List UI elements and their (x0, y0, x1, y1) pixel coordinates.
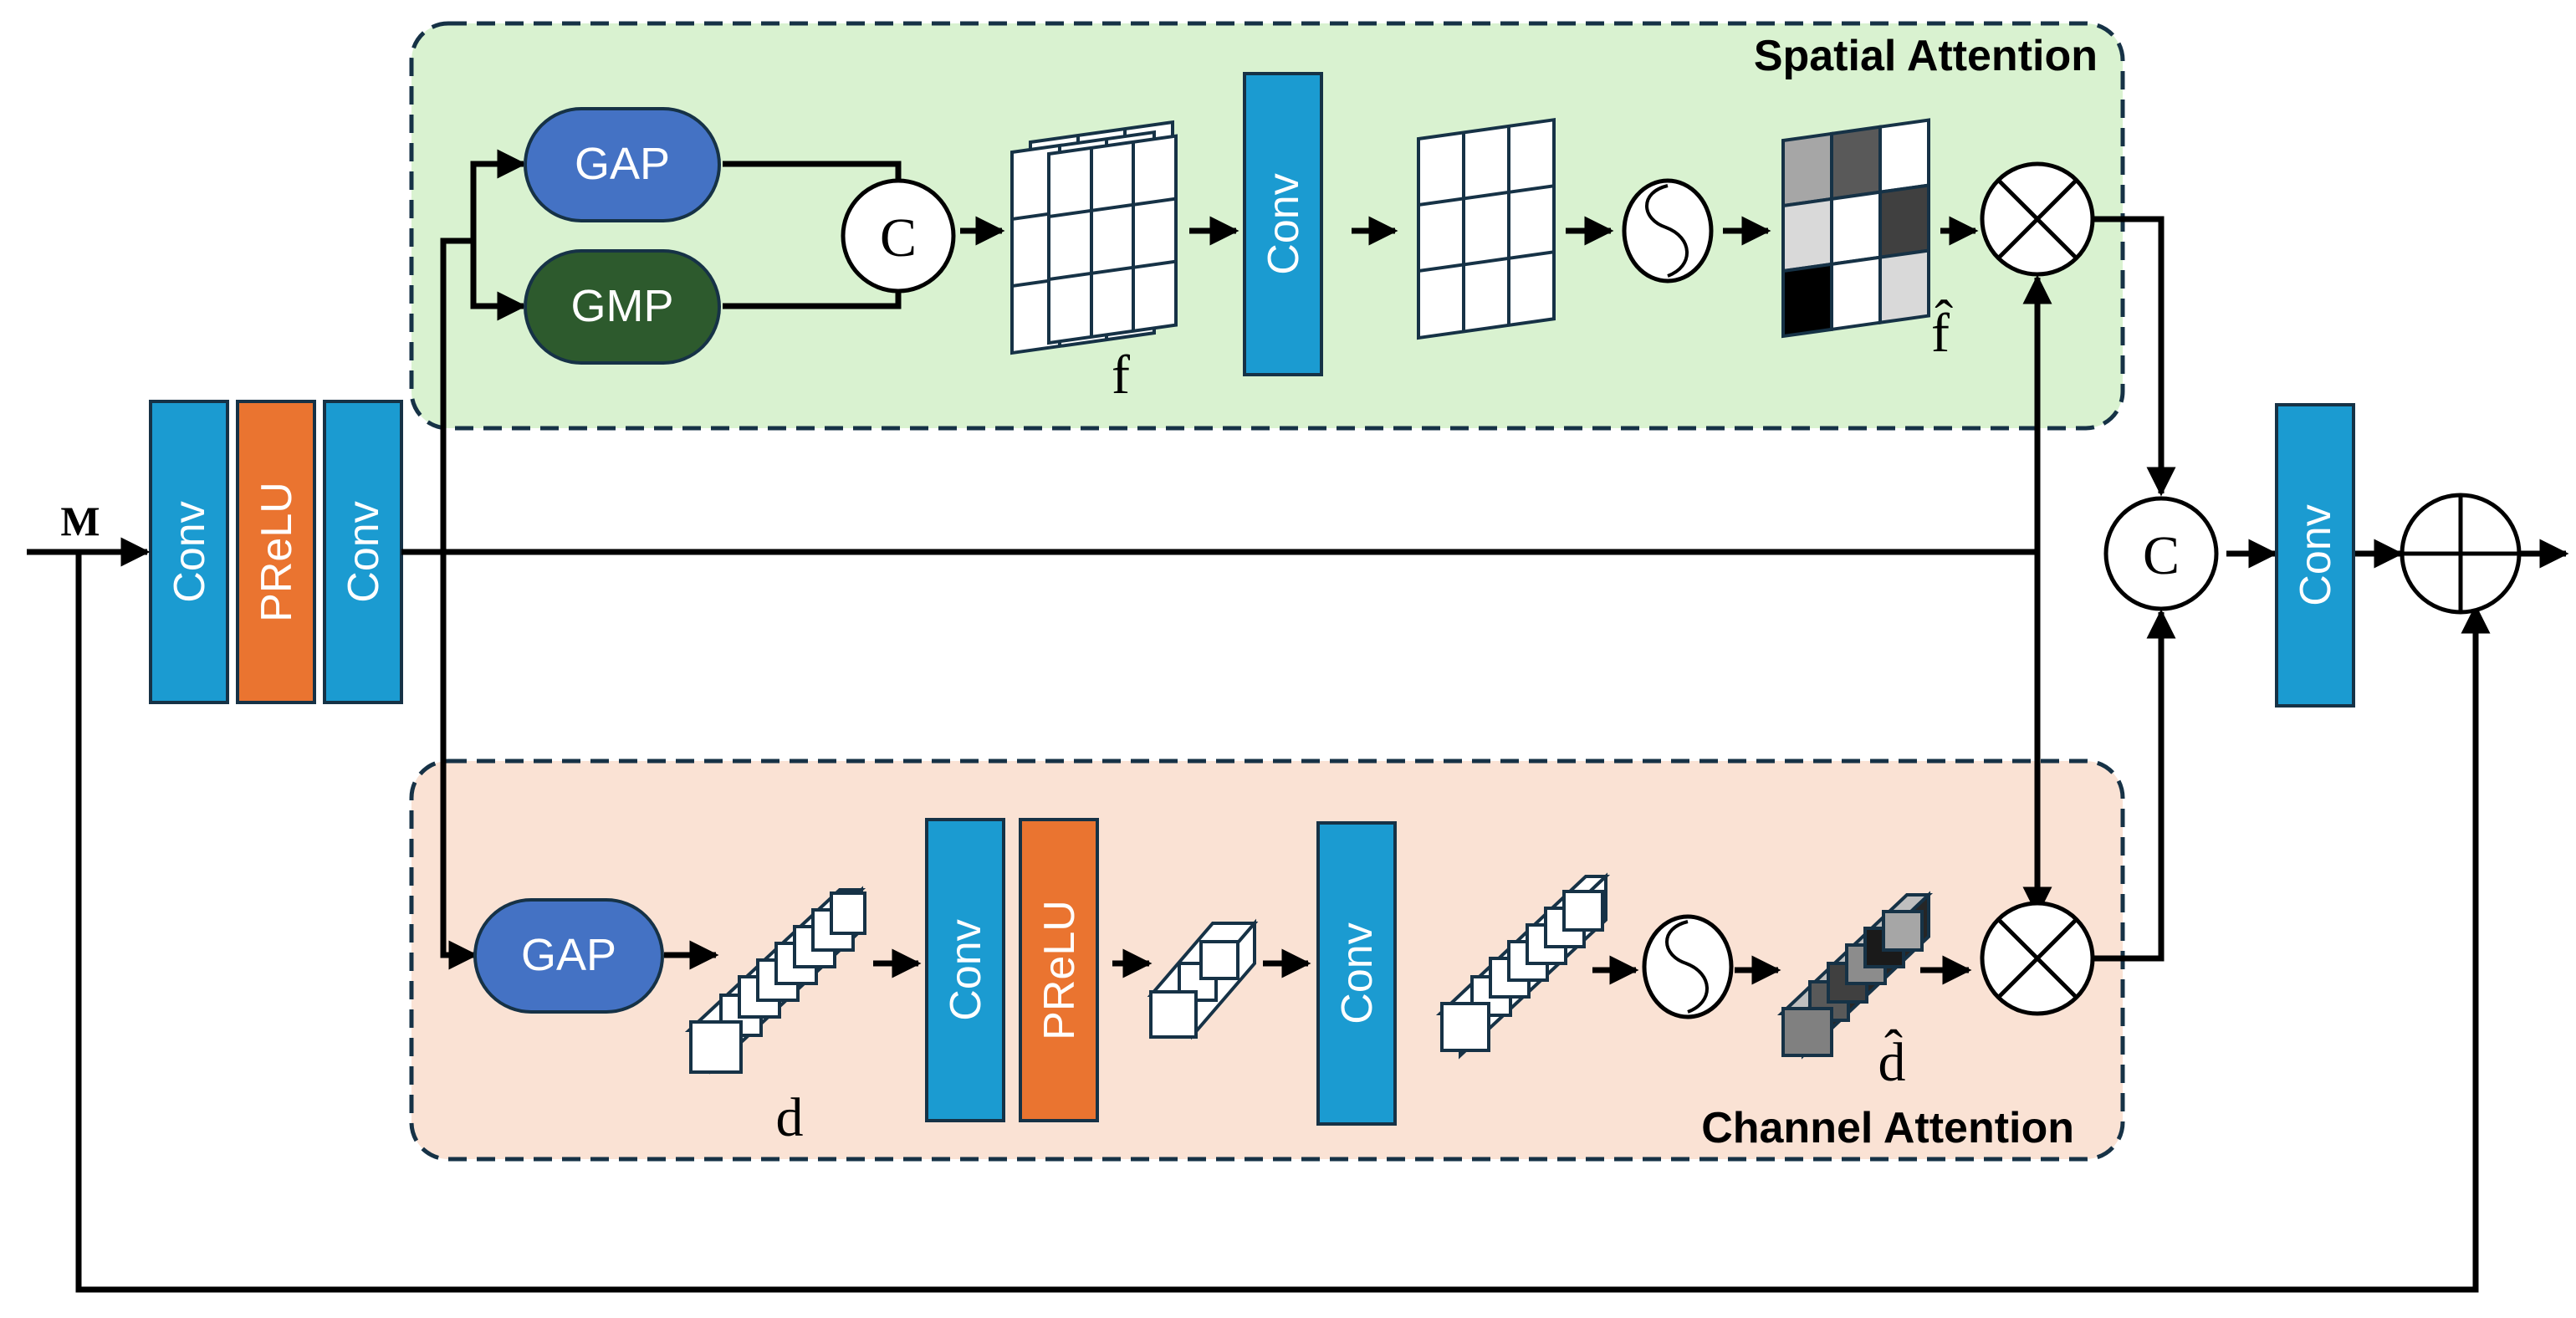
head-conv-2: Conv (323, 400, 403, 704)
svg-text:Conv: Conv (942, 919, 990, 1020)
svg-text:Conv: Conv (166, 501, 214, 602)
fusion-conv-block: Conv (2275, 403, 2355, 708)
svg-text:GAP: GAP (521, 930, 616, 980)
sa-attention-map (1781, 118, 1930, 339)
ca-expanded-vector (1435, 872, 1611, 1060)
ca-attention-vector (1776, 891, 1934, 1060)
svg-text:PReLU: PReLU (1035, 900, 1084, 1040)
sa-conv-output-map (1417, 117, 1556, 340)
ca-attention-label: d̂ (1878, 1029, 1906, 1093)
svg-text:GAP: GAP (575, 139, 670, 189)
sa-conv-block: Conv (1243, 72, 1323, 376)
ca-reduced-vector (1147, 918, 1259, 1040)
connectors (27, 149, 2569, 1293)
residual-add-icon (2400, 493, 2522, 615)
ca-conv-block-2: Conv (1316, 821, 1397, 1126)
ca-multiply-icon (1980, 901, 2095, 1016)
ca-channel-vector-d (684, 886, 866, 1075)
sa-attention-label: f̂ (1931, 299, 1953, 364)
head-conv-1: Conv (149, 400, 229, 704)
head-prelu: PReLU (236, 400, 316, 704)
channel-attention-panel: Channel Attention (409, 759, 2125, 1162)
svg-text:C: C (880, 207, 917, 268)
svg-text:GMP: GMP (570, 281, 673, 331)
sa-concat-node: C (841, 178, 956, 294)
svg-text:Conv: Conv (1333, 922, 1382, 1024)
sa-multiply-icon (1980, 161, 2095, 277)
ca-feature-label-d: d (776, 1087, 804, 1148)
svg-text:Conv: Conv (1260, 173, 1308, 274)
sa-gmp-node: GMP (524, 249, 721, 365)
sa-feature-map-f (1010, 120, 1178, 355)
ca-sigmoid-icon (1642, 914, 1734, 1019)
fusion-concat-node: C (2103, 496, 2219, 611)
ca-conv-block-1: Conv (925, 818, 1005, 1122)
sa-sigmoid-icon (1622, 178, 1714, 284)
svg-text:Conv: Conv (2292, 504, 2340, 605)
ca-prelu-block: PReLU (1019, 818, 1099, 1122)
channel-attention-title: Channel Attention (1701, 1104, 2074, 1152)
svg-text:PReLU: PReLU (253, 482, 301, 622)
spatial-attention-title: Spatial Attention (1754, 32, 2098, 80)
input-label: M (60, 498, 100, 544)
ca-gap-node: GAP (473, 898, 664, 1014)
svg-text:C: C (2143, 525, 2180, 586)
sa-gap-node: GAP (524, 107, 721, 222)
svg-text:Conv: Conv (340, 501, 388, 602)
sa-feature-label-f: f (1112, 345, 1130, 406)
